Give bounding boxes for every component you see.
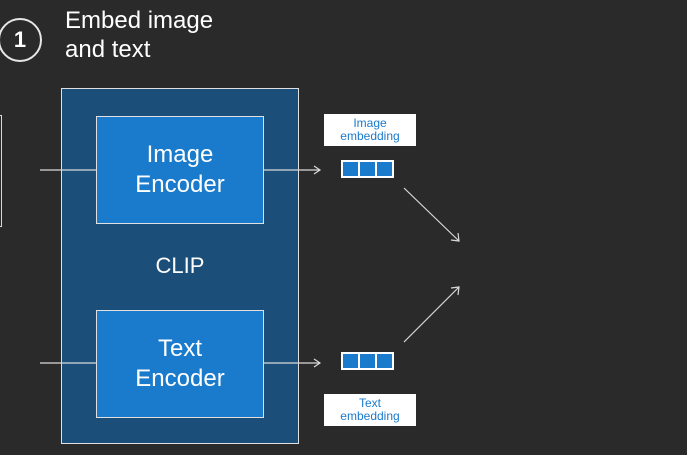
text-arrow-head [313,358,322,368]
text-embedding-label: Text embedding [324,394,416,426]
vector-cell [377,354,392,368]
text-encoder-box: Text Encoder [96,310,264,418]
vector-cell [360,354,375,368]
image-arrow-head [313,165,322,175]
step-number: 1 [13,27,27,52]
step-title: Embed image and text [65,7,214,63]
text-embedding-vector [341,352,394,370]
image-embedding-label: Image embedding [324,114,416,146]
image-embedding-diagonal-arrow [403,187,460,242]
step-number-badge: 1 [0,18,42,62]
text-embedding-diagonal-arrow [403,286,460,343]
image-embedding-vector [341,160,394,178]
vector-cell [343,354,358,368]
image-diagonal-arrow-head [450,232,460,242]
text-diagonal-arrow-head [450,286,460,296]
input-image-edge [0,115,2,227]
vector-cell [343,162,358,176]
vector-cell [360,162,375,176]
image-encoder-box: Image Encoder [96,116,264,224]
vector-cell [377,162,392,176]
clip-label: CLIP [155,253,205,278]
